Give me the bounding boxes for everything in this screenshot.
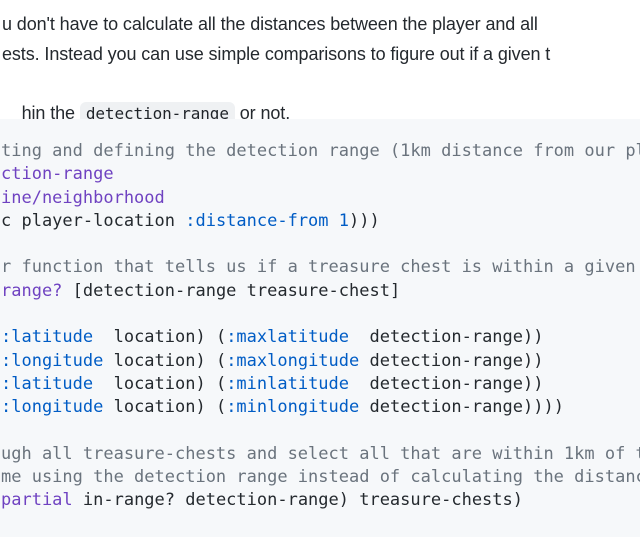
code-line: :longitude location) (:maxlongitude dete… <box>1 350 640 373</box>
code-token-blue: :minlongitude <box>226 397 360 418</box>
code-token-blue: :maxlatitude <box>226 327 350 348</box>
code-token-plain: location) ( <box>93 373 227 394</box>
code-line: :longitude location) (:minlongitude dete… <box>1 396 640 419</box>
code-line: r function that tells us if a treasure c… <box>1 256 640 279</box>
code-line: me using the detection range instead of … <box>1 466 640 489</box>
paragraph-line-3: hin the detection-range or not. <box>2 69 640 158</box>
paragraph-line-3-prefix: hin the <box>21 102 80 123</box>
paragraph-line-2: ests. Instead you can use simple compari… <box>2 43 551 64</box>
code-token-comment: ting and defining the detection range (1… <box>1 141 640 161</box>
code-line: ugh all treasure-chests and select all t… <box>1 443 640 466</box>
code-token-plain: in-range? detection-range) treasure-ches… <box>72 490 523 511</box>
code-content: ting and defining the detection range (1… <box>0 119 640 513</box>
code-token-comment: ugh all treasure-chests and select all t… <box>1 443 640 464</box>
code-token-blue: :distance-from <box>185 210 329 231</box>
code-block: ting and defining the detection range (1… <box>0 119 640 537</box>
code-token-plain: location) ( <box>103 350 227 371</box>
code-token-plain: detection-range)) <box>359 350 544 371</box>
code-token-purple: ine/neighborhood <box>1 187 165 208</box>
code-line: ine/neighborhood <box>1 187 640 210</box>
code-token-plain: location) ( <box>103 397 227 418</box>
code-token-plain: detection-range)) <box>349 373 544 394</box>
code-line <box>1 303 640 326</box>
code-token-blue: :maxlongitude <box>226 350 360 371</box>
code-token-comment: me using the detection range instead of … <box>1 467 640 488</box>
code-line <box>1 233 640 256</box>
code-line: :latitude location) (:maxlatitude detect… <box>1 326 640 349</box>
code-token-plain: detection-range)))) <box>359 397 564 418</box>
code-token-blue: :latitude <box>1 327 94 348</box>
code-token-comment: r function that tells us if a treasure c… <box>1 257 640 278</box>
code-line: c player-location :distance-from 1))) <box>1 210 640 233</box>
code-line: range? [detection-range treasure-chest] <box>1 280 640 303</box>
code-token-blue: :minlatitude <box>226 373 350 394</box>
code-token-plain: c player-location <box>1 210 186 231</box>
code-token-plain: location) ( <box>93 327 227 348</box>
inline-code-detection-range: detection-range <box>79 101 235 125</box>
code-line: partial in-range? detection-range) treas… <box>1 489 640 512</box>
code-token-plain: [detection-range treasure-chest] <box>62 280 401 301</box>
code-line: ction-range <box>1 163 640 186</box>
tutorial-paragraph: u don't have to calculate all the distan… <box>2 10 640 158</box>
code-line <box>1 420 640 443</box>
code-token-plain: detection-range)) <box>349 327 544 348</box>
code-token-plain: ))) <box>349 210 380 231</box>
code-token-blue: :latitude <box>1 373 94 394</box>
code-token-blue: :longitude <box>1 397 104 418</box>
paragraph-line-1: u don't have to calculate all the distan… <box>2 14 538 34</box>
code-line: :latitude location) (:minlatitude detect… <box>1 373 640 396</box>
code-token-blue: 1 <box>338 210 350 231</box>
code-token-purple: partial <box>1 490 73 511</box>
code-token-plain <box>329 211 339 231</box>
code-line: ting and defining the detection range (1… <box>1 140 640 163</box>
code-token-purple: ction-range <box>1 164 114 185</box>
code-token-purple: range? <box>1 280 63 301</box>
code-token-blue: :longitude <box>1 350 104 371</box>
paragraph-line-3-suffix: or not. <box>234 102 291 123</box>
